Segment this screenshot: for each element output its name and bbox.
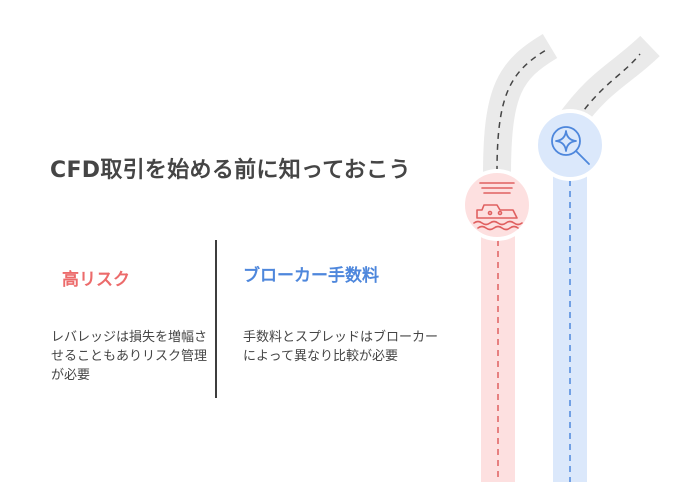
broker-fee-heading: ブローカー手数料 (243, 266, 379, 286)
red-road-dash (496, 49, 547, 173)
column-divider (215, 240, 217, 398)
high-risk-heading: 高リスク (62, 270, 130, 290)
page-title: CFD取引を始める前に知っておこう (50, 158, 411, 183)
blue-road-dash (577, 53, 641, 119)
high-risk-description: レバレッジは損失を増幅させることもありリスク管理が必要 (51, 330, 208, 383)
magnifier-sparkle-icon (551, 126, 590, 165)
broker-fee-description: 手数料とスプレッドはブローカーによって異なり比較が必要 (243, 330, 439, 364)
boat-in-waves-icon (473, 182, 523, 231)
